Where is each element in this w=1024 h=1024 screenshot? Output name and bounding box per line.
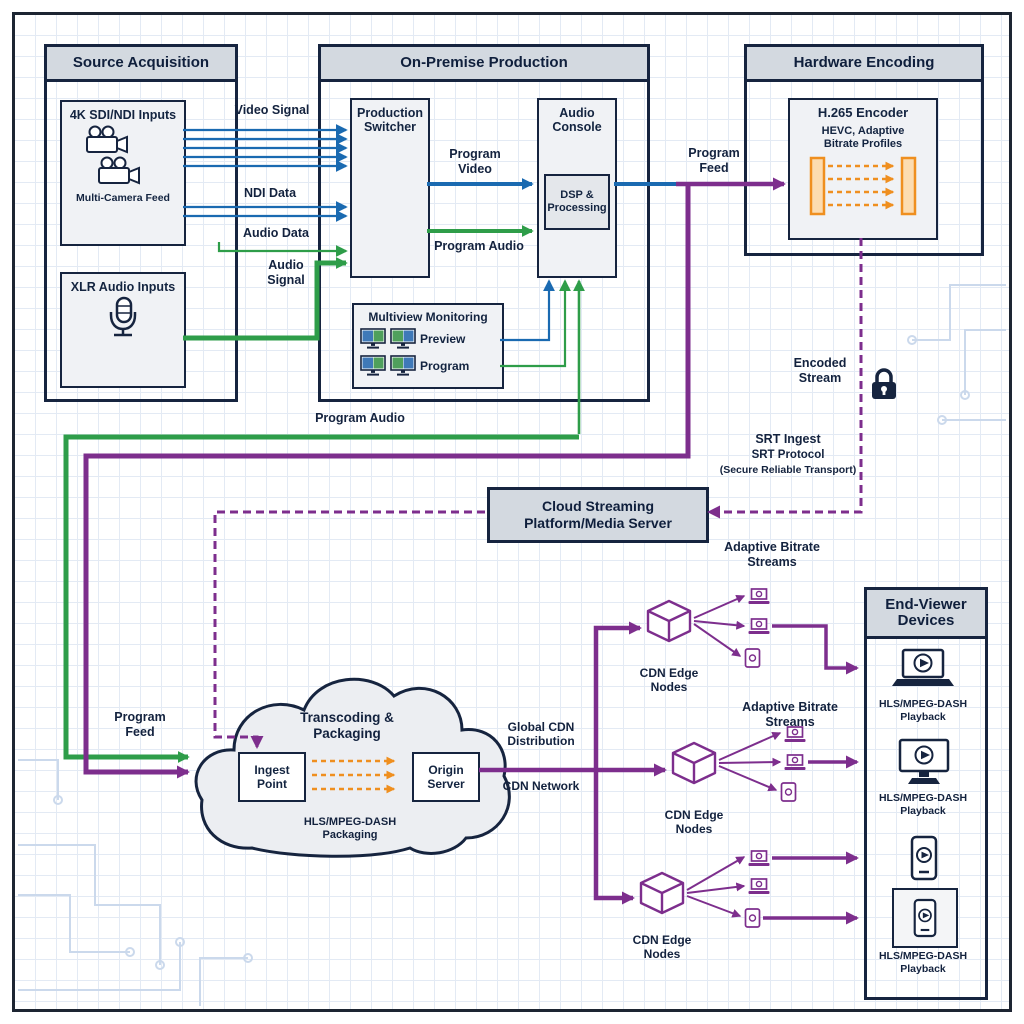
section-on-premise-production: On-Premise Production [318,44,650,402]
ingest-point-box: Ingest Point [238,752,306,802]
multiview-preview-row: Preview [360,328,465,349]
origin-server-box: Origin Server [412,752,480,802]
mini-laptop-icon [784,726,806,742]
section-title-on-premise: On-Premise Production [321,47,647,82]
preview-label: Preview [420,331,466,346]
section-hardware-encoding: Hardware Encoding [744,44,984,256]
node-h265-encoder: H.265 Encoder HEVC, Adaptive Bitrate Pro… [788,98,938,240]
camera-icon [86,125,140,185]
encoder-bars-icon [809,156,917,216]
device-connector-arrows [763,624,859,925]
label-cdn-network: CDN Network [502,779,580,793]
label-audio-data: Audio Data [243,226,309,240]
monitor-icon [390,355,416,376]
label-program-feed-2: Program Feed [114,710,166,739]
sdi-title: 4K SDI/NDI Inputs [69,108,177,122]
node-xlr-inputs: XLR Audio Inputs [60,272,186,388]
playback-label-1: HLS/MPEG-DASH Playback [878,698,968,723]
cdn-distribution-arrows [479,621,667,905]
label-srt-ingest: SRT Ingest [755,432,821,446]
multiview-title: Multiview Monitoring [368,310,488,324]
label-program-feed-1: Program Feed [688,146,740,175]
label-program-video: Program Video [449,147,501,176]
mini-laptop-icon [748,588,770,604]
program-feed-arrows [83,177,786,779]
cdn-edge-node-2-cube-icon [671,741,717,785]
label-abr-streams-1: Adaptive Bitrate Streams [724,540,820,569]
section-title-end-viewer: End-Viewer Devices [867,590,985,639]
abr-fan-arrows [686,594,782,918]
program-label: Program [420,358,470,373]
multiview-program-row: Program [360,355,469,376]
label-srt-transport: (Secure Reliable Transport) [719,464,857,476]
section-title-encoding: Hardware Encoding [747,47,981,82]
encoder-subtitle: HEVC, Adaptive Bitrate Profiles [821,124,905,150]
sdi-caption: Multi-Camera Feed [76,192,170,205]
switcher-title: Production Switcher [357,106,423,135]
microphone-icon [109,297,137,337]
node-production-switcher: Production Switcher [350,98,430,278]
desktop-monitor-icon [898,738,950,784]
mini-laptop-icon [748,878,770,894]
encoded-stream-dashed-arrows [213,238,863,749]
label-srt-protocol: SRT Protocol [751,449,825,461]
label-video-signal: Video Signal [234,103,310,117]
smartphone-icon [913,898,937,938]
video-signal-arrows [183,124,676,342]
packaging-arrows-icon [312,756,396,794]
label-ndi-data: NDI Data [243,186,297,200]
encoder-title: H.265 Encoder [817,105,909,120]
label-cdn-edge-1: CDN Edge Nodes [639,666,699,695]
mini-tablet-icon [744,648,761,668]
mini-laptop-icon [748,618,770,634]
monitor-icon [360,355,386,376]
dsp-processing-box: DSP & Processing [544,174,610,230]
mini-tablet-icon [780,782,797,802]
smartphone-icon [910,835,938,881]
cdn-edge-node-3-cube-icon [639,871,685,915]
cdn-edge-node-1-cube-icon [646,599,692,643]
label-cdn-edge-2: CDN Edge Nodes [664,808,724,837]
cloud-title: Transcoding & Packaging [300,710,394,742]
label-encoded-stream: Encoded Stream [793,356,847,385]
mini-tablet-icon [744,908,761,928]
mini-laptop-icon [784,754,806,770]
label-program-audio-1: Program Audio [434,239,524,253]
playback-label-3: HLS/MPEG-DASH Playback [878,950,968,975]
monitor-icon [390,328,416,349]
laptop-icon [892,648,954,686]
playback-label-2: HLS/MPEG-DASH Playback [878,792,968,817]
label-audio-signal: Audio Signal [267,258,305,287]
section-title-source: Source Acquisition [47,47,235,82]
node-audio-console: Audio Console DSP & Processing [537,98,617,278]
cloud-caption: HLS/MPEG-DASH Packaging [303,816,397,842]
label-abr-streams-2: Adaptive Bitrate Streams [742,700,838,729]
mini-laptop-icon [748,850,770,866]
cloud-platform-title: Cloud Streaming Platform/Media Server [524,498,672,531]
label-global-cdn: Global CDN Distribution [507,720,575,749]
lock-icon [872,368,896,399]
section-end-viewer-devices: End-Viewer Devices [864,587,988,1000]
label-cdn-edge-3: CDN Edge Nodes [632,933,692,962]
xlr-title: XLR Audio Inputs [70,280,176,294]
boxed-smartphone-device [892,888,958,948]
cloud-shape [194,677,511,858]
audio-arrows [63,225,585,763]
monitor-icon [360,328,386,349]
console-title: Audio Console [552,106,602,135]
label-program-audio-2: Program Audio [315,411,405,425]
section-source-acquisition: Source Acquisition [44,44,238,402]
node-sdi-inputs: 4K SDI/NDI Inputs Multi-Camera Feed [60,100,186,246]
cloud-platform-box: Cloud Streaming Platform/Media Server [487,487,709,543]
